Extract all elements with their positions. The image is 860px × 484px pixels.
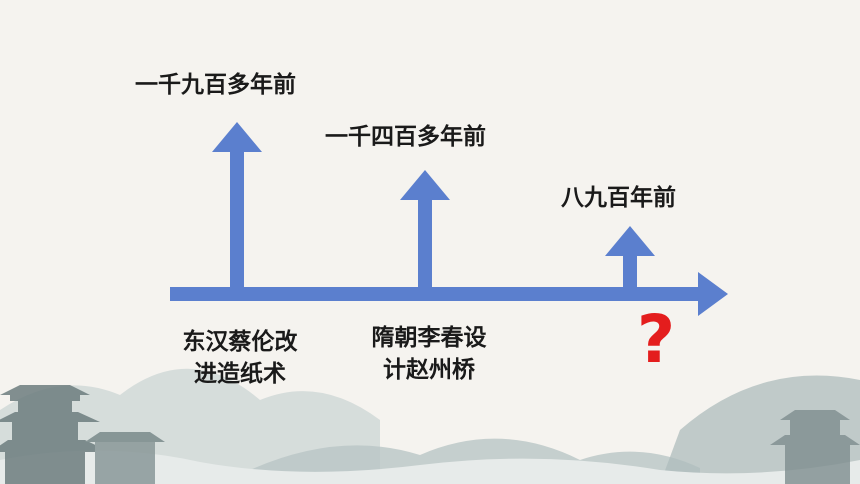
event-zhaozhou-bridge: 隋朝李春设 计赵州桥 — [349, 322, 509, 386]
timeline-main-arrow — [170, 272, 728, 316]
pavilion-right — [770, 410, 860, 484]
timeline-axis-head — [698, 272, 728, 316]
time-label-800-years: 八九百年前 — [561, 185, 676, 211]
event-2-line-1: 隋朝李春设 — [371, 325, 487, 351]
event-1-line-2: 进造纸术 — [194, 361, 286, 387]
timeline-axis-shaft — [170, 287, 700, 301]
up-arrow-3 — [605, 226, 655, 290]
event-1-line-1: 东汉蔡伦改 — [182, 329, 298, 355]
pagoda-left — [0, 385, 165, 484]
time-label-1900-years: 一千九百多年前 — [135, 72, 296, 98]
event-2-line-2: 计赵州桥 — [383, 357, 475, 383]
event-cai-lun-paper: 东汉蔡伦改 进造纸术 — [160, 326, 320, 390]
time-label-1400-years: 一千四百多年前 — [325, 124, 486, 150]
mist-wave — [0, 450, 860, 484]
unknown-event-question-mark: ? — [636, 301, 676, 378]
up-arrow-2 — [400, 170, 450, 290]
up-arrow-1 — [212, 122, 262, 290]
